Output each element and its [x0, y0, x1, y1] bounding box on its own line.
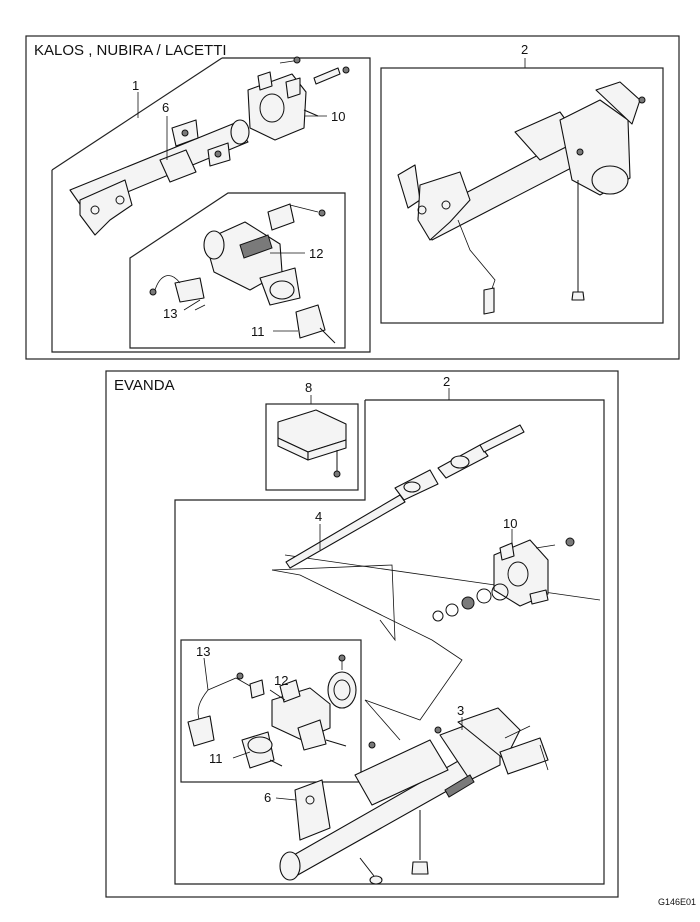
callout-10-bottom: 10: [503, 516, 517, 531]
lower-column-assembly: [279, 707, 549, 885]
top-panel-frame: [25, 35, 680, 360]
callout-13-bottom: 13: [196, 644, 210, 659]
ignition-lock-parts-bottom: [187, 654, 357, 769]
callout-12-top: 12: [309, 246, 323, 261]
callout-10-top: 10: [331, 109, 345, 124]
housing-10-top: [247, 56, 350, 141]
assembly-2-box: [380, 67, 664, 324]
callout-4-bottom: 4: [315, 509, 322, 524]
bottom-panel-title: EVANDA: [114, 377, 175, 394]
callout-11-bottom: 11: [209, 751, 223, 766]
callout-8-bottom: 8: [305, 380, 312, 395]
lock-parts-box: [129, 192, 346, 349]
figure-code: G146E01: [658, 897, 696, 907]
control-module-8: [277, 409, 347, 478]
steering-column-2: [397, 81, 646, 315]
bottom-panel-frame: [105, 370, 619, 898]
ignition-lock-parts-top: [149, 203, 336, 344]
callout-2-bottom: 2: [443, 374, 450, 389]
top-panel-title: KALOS , NUBIRA / LACETTI: [34, 42, 227, 59]
assembly-8-box: [265, 403, 359, 491]
assembly-1-box: [51, 57, 371, 353]
callout-2-top: 2: [521, 42, 528, 57]
callout-1-top: 1: [132, 78, 139, 93]
assembly-2-bottom-outline: [174, 399, 605, 885]
callout-3-bottom: 3: [457, 703, 464, 718]
callout-11-top: 11: [251, 324, 265, 339]
housing-10-bottom: [432, 537, 575, 622]
callout-6-top: 6: [162, 100, 169, 115]
callout-12-bottom: 12: [274, 673, 288, 688]
steering-column-1: [69, 119, 250, 236]
routing-outline: [271, 569, 463, 741]
callout-13-top: 13: [163, 306, 177, 321]
intermediate-shaft-4: [285, 424, 525, 569]
lock-parts-box-bottom: [180, 639, 362, 783]
callout-6-bottom: 6: [264, 790, 271, 805]
